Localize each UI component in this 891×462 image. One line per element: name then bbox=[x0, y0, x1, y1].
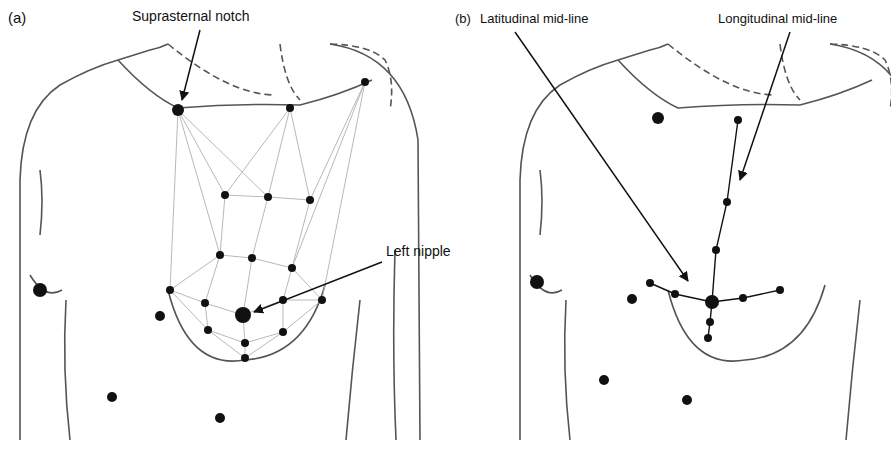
callout-label: Left nipple bbox=[386, 244, 451, 259]
marker-mesh bbox=[170, 82, 365, 358]
torso-outline-b bbox=[520, 44, 891, 440]
panel-letter: (a) bbox=[8, 10, 26, 27]
leader-arrows bbox=[182, 30, 790, 312]
callout-label: Latitudinal mid-line bbox=[480, 12, 588, 26]
callout-label: Longitudinal mid-line bbox=[718, 12, 837, 26]
panel-letter: (b) bbox=[455, 12, 471, 26]
marker-dots-b bbox=[530, 112, 784, 405]
mid-lines bbox=[650, 120, 780, 338]
torso-outline-a bbox=[20, 44, 420, 440]
marker-dots-a bbox=[33, 78, 369, 423]
callout-label: Suprasternal notch bbox=[132, 9, 250, 24]
